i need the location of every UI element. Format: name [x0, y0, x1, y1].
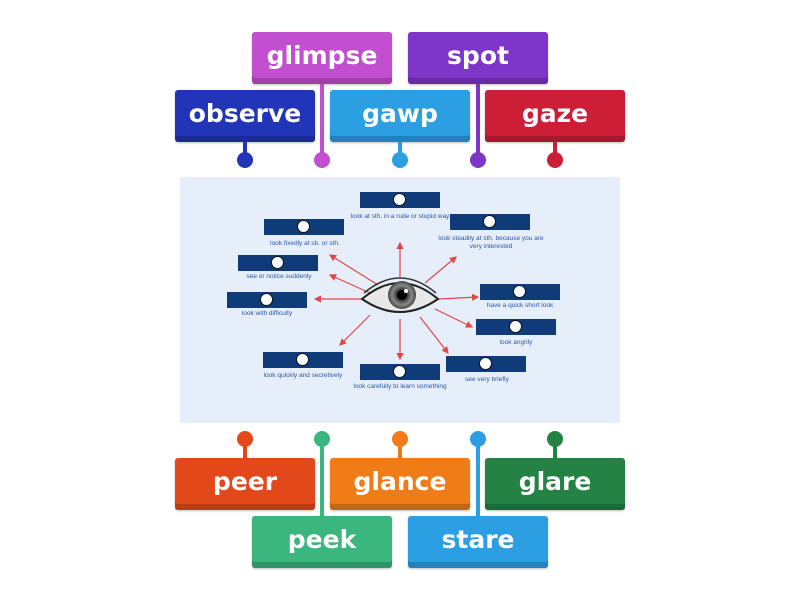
word-tile-gawp[interactable]: gawp: [330, 90, 470, 142]
arrow-lines: [313, 241, 480, 361]
slot-hole: [393, 365, 406, 378]
definition-10: see very briefly: [465, 376, 509, 383]
answer-slot-3[interactable]: [264, 219, 344, 235]
drop-pin-5[interactable]: [547, 152, 563, 168]
drop-pin-3[interactable]: [392, 152, 408, 168]
definition-8: look quickly and secretively: [263, 372, 343, 379]
definition-4: see or notice suddenly: [246, 273, 312, 280]
answer-slot-10[interactable]: [446, 356, 526, 372]
pin-stem: [476, 440, 480, 516]
drop-pin-2[interactable]: [314, 152, 330, 168]
definition-2: look steadily at sth. because you are ve…: [438, 235, 544, 250]
word-tile-glance[interactable]: glance: [330, 458, 470, 510]
slot-hole: [509, 320, 522, 333]
slot-hole: [483, 215, 496, 228]
slot-hole: [479, 357, 492, 370]
pin-stem: [320, 440, 324, 516]
answer-slot-9[interactable]: [360, 364, 440, 380]
definition-1: look at sth. in a rude or stupid way: [350, 213, 450, 220]
drop-pin-9[interactable]: [470, 431, 486, 447]
pin-stem: [398, 440, 402, 458]
definition-3: look fixedly at sb. or sth.: [270, 240, 340, 247]
word-tile-peer[interactable]: peer: [175, 458, 315, 510]
drop-pin-8[interactable]: [392, 431, 408, 447]
pin-stem: [398, 142, 402, 156]
eye-diagram-image: look at sth. in a rude or stupid way loo…: [180, 177, 620, 423]
eye-icon: [360, 277, 440, 313]
pin-stem: [320, 84, 324, 156]
word-tile-peek[interactable]: peek: [252, 516, 392, 568]
drop-pin-6[interactable]: [237, 431, 253, 447]
pin-stem: [243, 142, 247, 156]
slot-hole: [297, 220, 310, 233]
answer-slot-4[interactable]: [238, 255, 318, 271]
pin-stem: [553, 440, 557, 458]
pin-stem: [553, 142, 557, 156]
slot-hole: [271, 256, 284, 269]
answer-slot-5[interactable]: [227, 292, 307, 308]
definition-6: have a quick short look: [486, 302, 554, 309]
answer-slot-6[interactable]: [480, 284, 560, 300]
slot-hole: [296, 353, 309, 366]
word-tile-glare[interactable]: glare: [485, 458, 625, 510]
word-tile-gaze[interactable]: gaze: [485, 90, 625, 142]
drop-pin-10[interactable]: [547, 431, 563, 447]
definition-9: look carefully to learn something: [353, 383, 447, 390]
drop-pin-7[interactable]: [314, 431, 330, 447]
pin-stem: [243, 440, 247, 458]
answer-slot-1[interactable]: [360, 192, 440, 208]
word-tile-stare[interactable]: stare: [408, 516, 548, 568]
answer-slot-7[interactable]: [476, 319, 556, 335]
slot-hole: [393, 193, 406, 206]
slot-hole: [260, 293, 273, 306]
answer-slot-2[interactable]: [450, 214, 530, 230]
drop-pin-4[interactable]: [470, 152, 486, 168]
word-tile-glimpse[interactable]: glimpse: [252, 32, 392, 84]
word-tile-observe[interactable]: observe: [175, 90, 315, 142]
definition-5: look with difficulty: [241, 310, 293, 317]
slot-hole: [513, 285, 526, 298]
definition-7: look angrily: [499, 339, 533, 346]
drop-pin-1[interactable]: [237, 152, 253, 168]
word-tile-spot[interactable]: spot: [408, 32, 548, 84]
pin-stem: [476, 84, 480, 156]
answer-slot-8[interactable]: [263, 352, 343, 368]
